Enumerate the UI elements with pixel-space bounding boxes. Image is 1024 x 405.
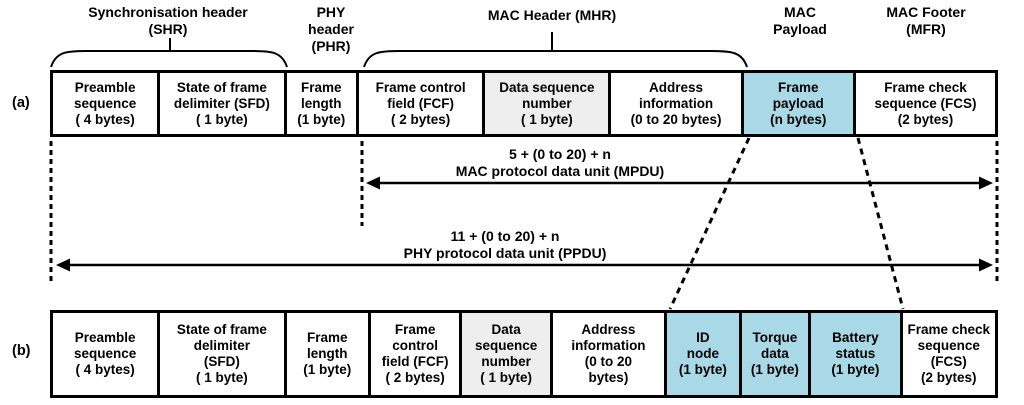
mfr-header-label: MAC Footer (MFR): [886, 4, 966, 37]
frame-length-field: Frame length (1 byte): [286, 73, 360, 134]
frame-row-b: Preamble sequence ( 4 bytes)State of fra…: [50, 310, 998, 398]
mhr-brace: [363, 50, 748, 68]
fcf-field: Frame control field (FCF) ( 2 bytes): [370, 313, 463, 395]
mhr-header-label: MAC Header (MHR): [487, 7, 617, 23]
row-b-label: (b): [12, 343, 31, 359]
data-sequence-number-field: Data sequence number ( 1 byte): [462, 313, 553, 395]
row-a-label: (a): [12, 95, 30, 111]
sfd-field: State of frame delimiter (SFD) ( 1 byte): [160, 73, 287, 134]
sfd-field: State of frame delimiter (SFD) ( 1 byte): [160, 313, 287, 395]
mac-payload-header-label: MAC Payload: [773, 4, 827, 37]
preamble-sequence-field: Preamble sequence ( 4 bytes): [53, 313, 161, 395]
mpdu-span-label: 5 + (0 to 20) + n MAC protocol data unit…: [455, 146, 665, 179]
address-information-field: Address information (0 to 20 bytes): [552, 313, 668, 395]
mpdu-arrow: [366, 176, 993, 190]
frame-payload-field: Frame payload (n bytes): [743, 73, 856, 134]
torque-data-field: Torque data (1 byte): [741, 313, 812, 395]
frame-length-field: Frame length (1 byte): [286, 313, 371, 395]
payload-expansion-right-dashed-line: [856, 137, 905, 310]
payload-expansion-left-dashed-line: [668, 137, 751, 310]
data-sequence-number-field: Data sequence number ( 1 byte): [485, 73, 612, 134]
shr-brace: [50, 50, 288, 68]
battery-status-field: Battery status (1 byte): [811, 313, 903, 395]
preamble-sequence-field: Preamble sequence ( 4 bytes): [53, 73, 161, 134]
fcf-field: Frame control field (FCF) ( 2 bytes): [359, 73, 486, 134]
shr-header-label: Synchronisation header (SHR): [88, 4, 248, 37]
fcs-field: Frame check sequence (FCS) (2 bytes): [855, 73, 996, 134]
fcs-field: Frame check sequence (FCS) (2 bytes): [902, 313, 995, 395]
ppdu-span-label: 11 + (0 to 20) + n PHY protocol data uni…: [403, 228, 607, 261]
ppdu-arrow: [56, 258, 993, 272]
id-node-field: ID node (1 byte): [667, 313, 742, 395]
phr-header-label: PHY header (PHR): [308, 4, 354, 54]
frame-row-a: Preamble sequence ( 4 bytes)State of fra…: [50, 70, 998, 137]
address-information-field: Address information (0 to 20 bytes): [611, 73, 744, 134]
